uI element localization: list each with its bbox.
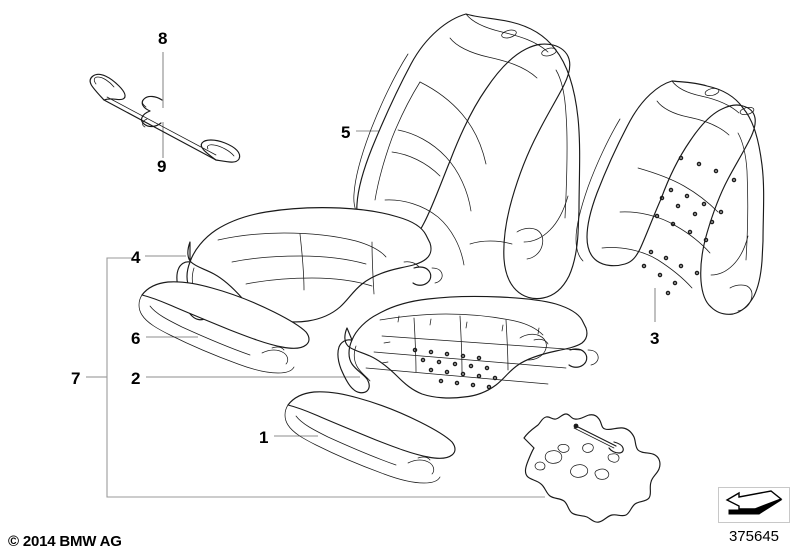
callout-6[interactable]: 6 [131, 329, 141, 348]
part-6-thigh-support-pad-upper [138, 281, 310, 374]
ventilation-holes-3 [641, 155, 737, 296]
drawing-number: 375645 [728, 528, 780, 545]
part-8-retaining-clip [141, 95, 163, 128]
arrow-3d-icon [725, 490, 783, 515]
part-4-seat-cushion-cover [176, 207, 443, 323]
part-9-tensioning-wire [89, 73, 241, 163]
part-2-seat-cushion-foam-perforated [337, 295, 599, 399]
callout-7[interactable]: 7 [71, 369, 81, 388]
callout-1[interactable]: 1 [259, 428, 269, 447]
callout-8[interactable]: 8 [158, 29, 168, 48]
callout-2[interactable]: 2 [131, 369, 141, 388]
view-direction-box [718, 487, 790, 523]
part-1-thigh-support-pad-lower [284, 391, 456, 484]
callout-5[interactable]: 5 [341, 123, 351, 142]
callout-3[interactable]: 3 [650, 329, 660, 348]
leader-lines [86, 52, 656, 498]
callout-9[interactable]: 9 [157, 157, 167, 176]
part-seat-heating-mat [523, 413, 661, 523]
ventilation-holes-2 [412, 347, 498, 390]
group-bracket-7 [106, 257, 545, 498]
copyright-notice: © 2014 BMW AG [8, 533, 122, 550]
callout-4[interactable]: 4 [131, 248, 141, 267]
part-3-backrest-foam-perforated [575, 80, 765, 315]
